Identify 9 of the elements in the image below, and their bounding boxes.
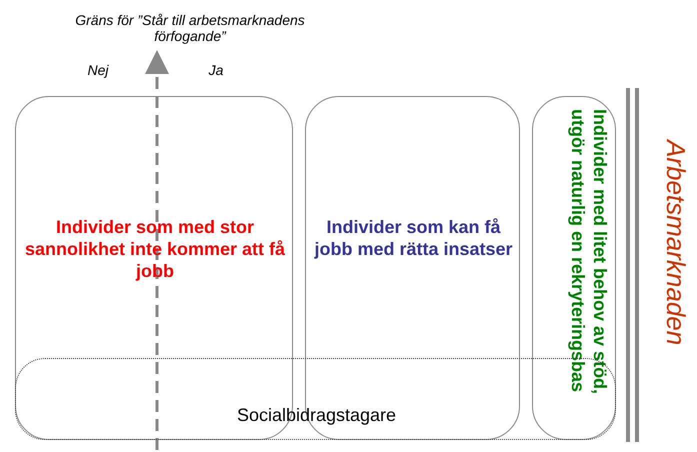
node-label: Individer som med stor sannolikhet inte kommer att få jobb bbox=[24, 216, 286, 282]
node-label: Individer som kan få jobb med rätta insatser bbox=[313, 216, 514, 260]
side-label: Nej bbox=[86, 62, 110, 78]
category-box bbox=[532, 96, 616, 440]
node-label: Individer med litet behov av stöd, utgör naturlig en rekryteringsbas bbox=[567, 109, 611, 396]
side-label: Ja bbox=[208, 62, 224, 78]
boundary-label: Gräns för ”Står till arbetsmarknadens förfogande” bbox=[74, 12, 306, 44]
market-label: Arbetsmarknaden bbox=[660, 140, 691, 348]
node-label: Socialbidragstagare bbox=[236, 404, 398, 426]
